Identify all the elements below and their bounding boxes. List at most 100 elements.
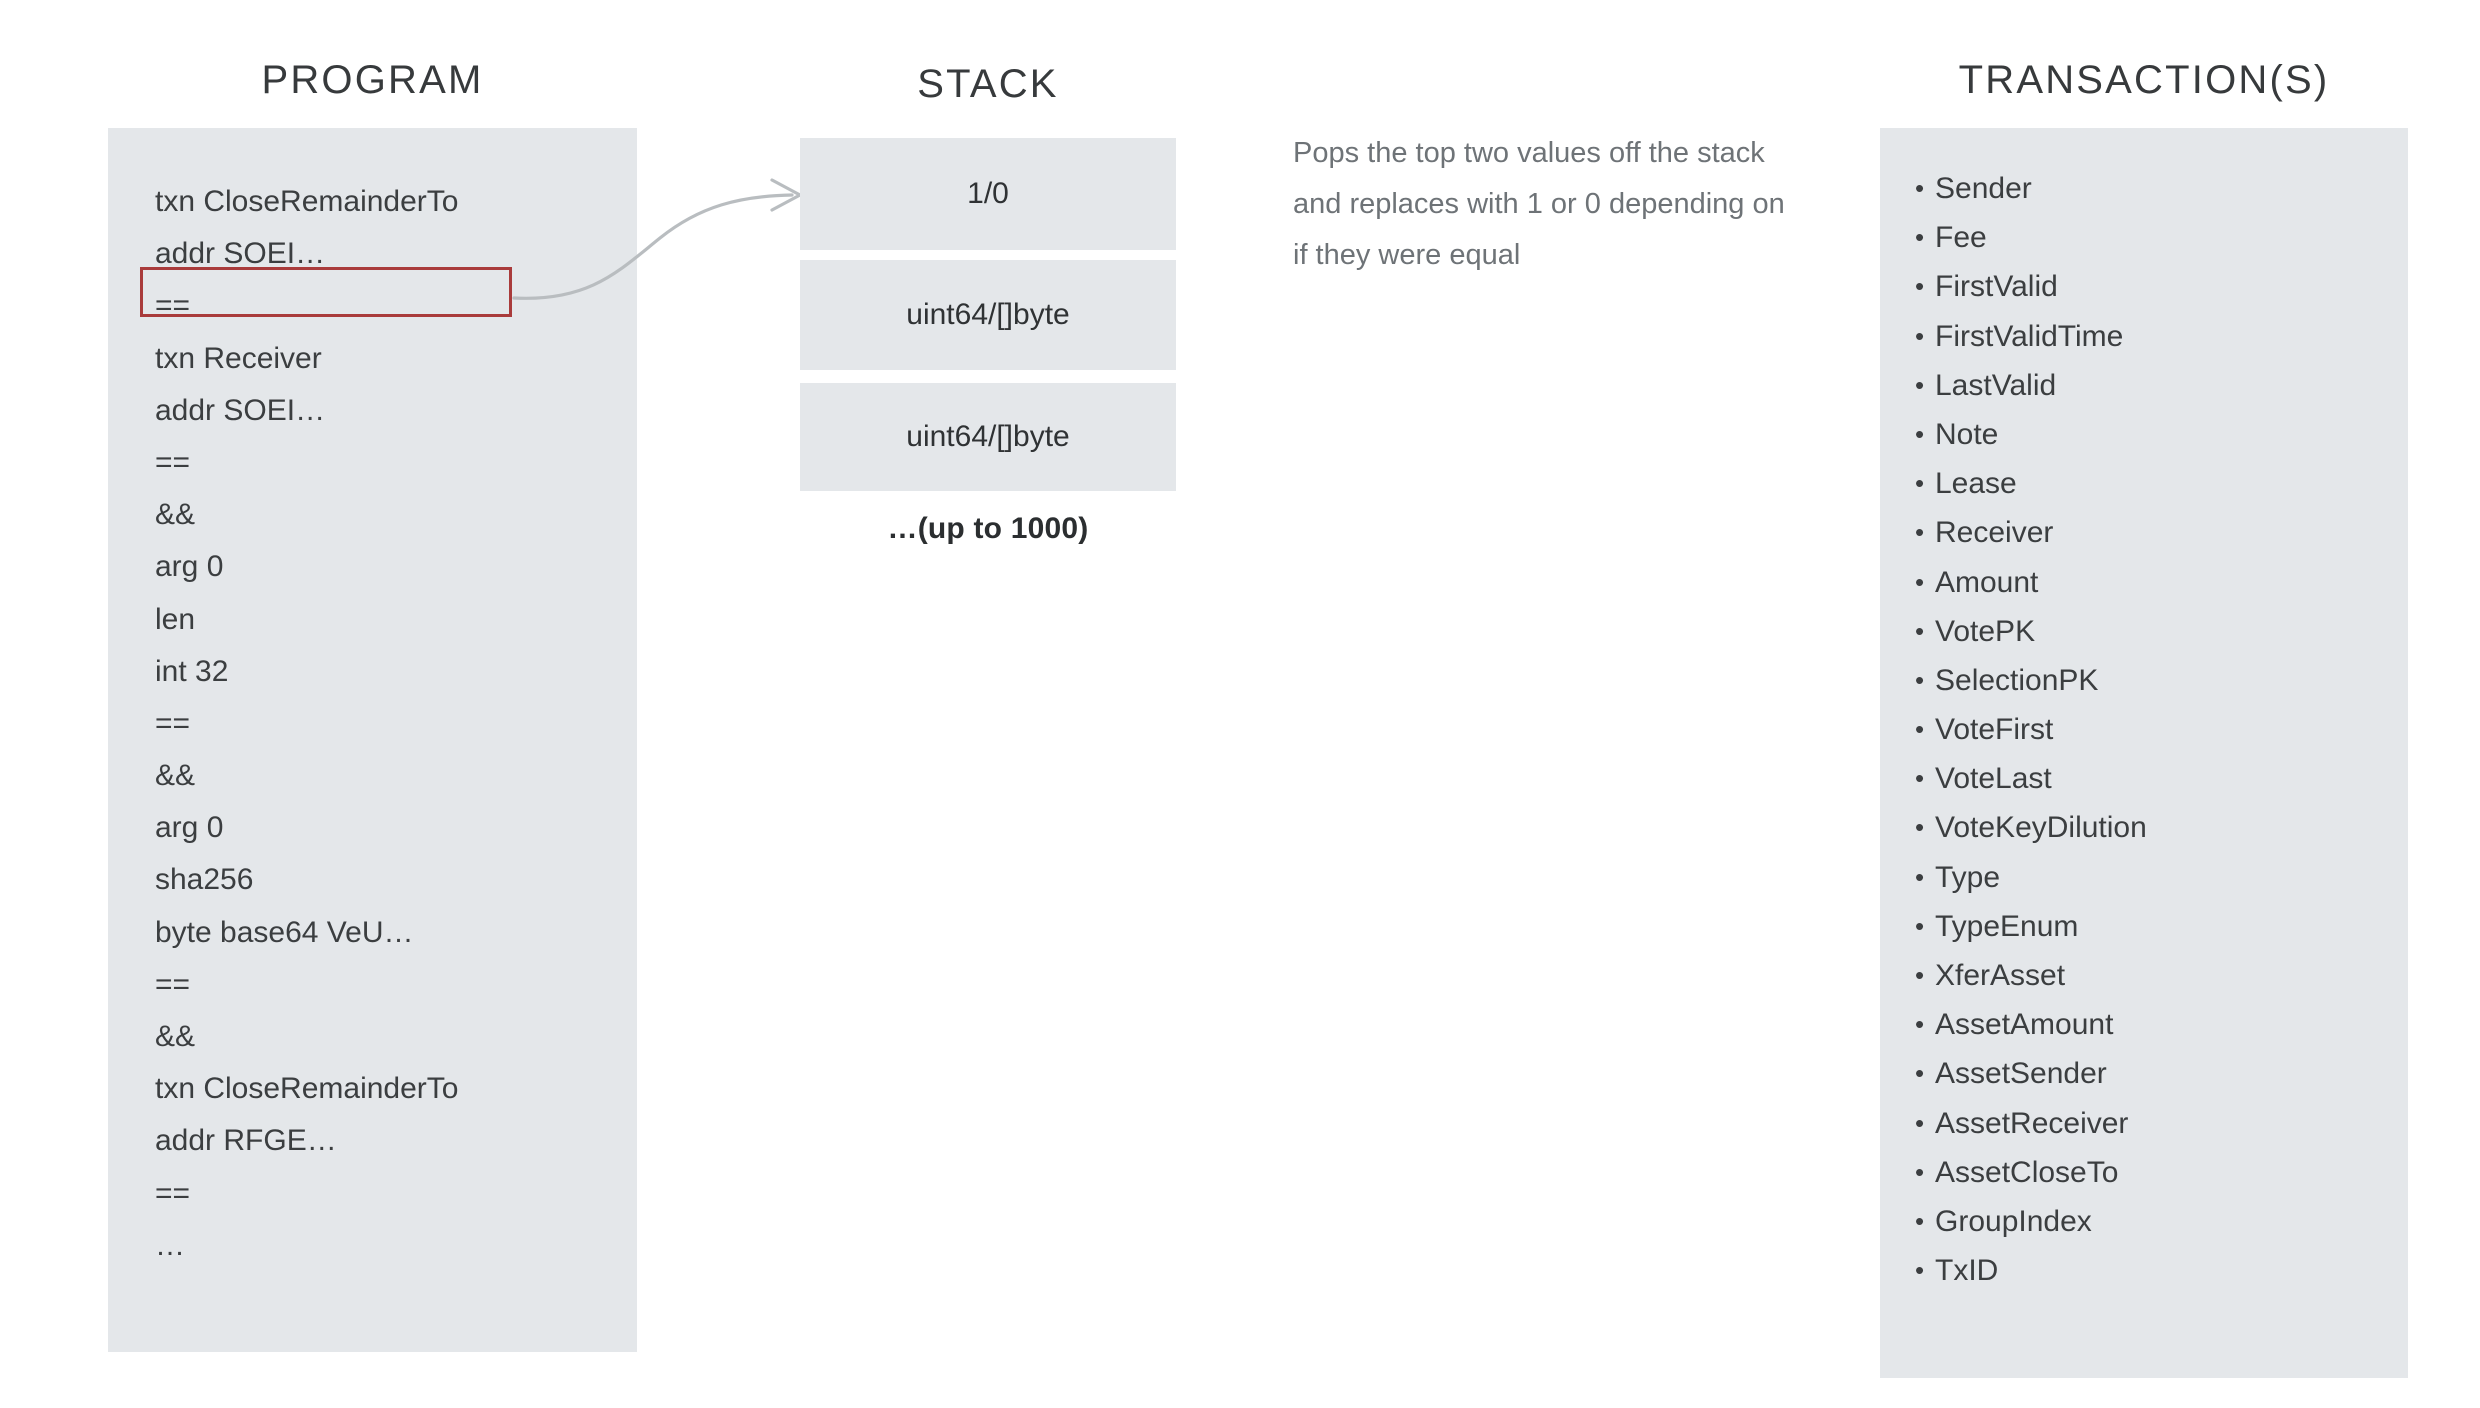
transaction-field-label: FirstValidTime: [1935, 319, 2124, 353]
bullet-icon: •: [1915, 763, 1925, 794]
bullet-icon: •: [1915, 1107, 1925, 1138]
transaction-field-list: • Sender • Fee • FirstValid • FirstValidTime • La…: [1915, 164, 2385, 1295]
bullet-icon: •: [1915, 320, 1925, 351]
transaction-field-item: • FirstValid: [1915, 262, 2385, 311]
transaction-field-item: • Amount: [1915, 558, 2385, 607]
program-line: &&: [155, 759, 196, 793]
transaction-field-label: TypeEnum: [1935, 909, 2079, 943]
program-line: addr SOEI…: [155, 237, 326, 271]
transaction-field-item: • TxID: [1915, 1246, 2385, 1295]
bullet-icon: •: [1915, 664, 1925, 695]
transaction-field-item: • VoteFirst: [1915, 705, 2385, 754]
transaction-field-item: •Note: [1915, 410, 2385, 459]
program-line: txn CloseRemainderTo: [155, 185, 459, 218]
program-column-heading: PROGRAM: [261, 58, 484, 102]
transaction-field-label: AssetSender: [1935, 1057, 2107, 1091]
bullet-icon: •: [1915, 222, 1925, 253]
program-line: txn Receiver: [155, 341, 322, 375]
stack-capacity-caption: …(up to 1000): [887, 512, 1089, 545]
transaction-field-label: AssetCloseTo: [1935, 1155, 2119, 1189]
transaction-field-label: Amount: [1935, 565, 2039, 599]
program-line: &&: [155, 1020, 196, 1053]
stack-slot-third: uint64/[]byte: [800, 383, 1176, 491]
bullet-icon: •: [1915, 468, 1925, 499]
bullet-icon: •: [1915, 714, 1925, 745]
bullet-icon: •: [1915, 517, 1925, 548]
program-instruction-list: txn CloseRemainderTo addr SOEI… == txn Rece…: [155, 176, 625, 1272]
transaction-field-label: GroupIndex: [1935, 1204, 2092, 1238]
transaction-field-label: Type: [1935, 860, 2001, 894]
bullet-icon: •: [1915, 910, 1925, 941]
bullet-icon: •: [1915, 369, 1925, 400]
program-line: txn CloseRemainderTo: [155, 1072, 459, 1106]
program-line: ==: [155, 967, 191, 1001]
transaction-field-label: XferAsset: [1935, 959, 2066, 992]
transaction-field-item: • VoteLast: [1915, 754, 2385, 803]
transaction-field-item: • Sender: [1915, 164, 2385, 213]
opcode-annotation-text: Pops the top two values off the stack an…: [1293, 137, 1785, 271]
program-line: …: [155, 1228, 186, 1262]
program-line: arg 0: [155, 550, 224, 584]
transactions-panel: [1880, 128, 2408, 1378]
program-line: sha256: [155, 863, 254, 897]
bullet-icon: •: [1915, 1009, 1925, 1040]
bullet-icon: •: [1915, 418, 1925, 449]
transaction-field-label: SelectionPK: [1935, 663, 2099, 697]
transaction-field-item: • AssetReceiver: [1915, 1099, 2385, 1148]
program-panel: [108, 128, 637, 1352]
transaction-field-label: VoteKeyDilution: [1935, 811, 2147, 845]
transaction-field-item: • Receiver: [1915, 508, 2385, 557]
transaction-field-item: • FirstValidTime: [1915, 312, 2385, 361]
stack-slot-second: uint64/[]byte: [800, 260, 1176, 370]
program-line: ==: [155, 706, 191, 740]
transaction-field-label: Lease: [1935, 467, 2017, 501]
transaction-field-item: • VoteKeyDilution: [1915, 803, 2385, 852]
bullet-icon: •: [1915, 1058, 1925, 1089]
bullet-icon: •: [1915, 812, 1925, 843]
transaction-field-item: • Fee: [1915, 213, 2385, 262]
bullet-icon: •: [1915, 861, 1925, 892]
transaction-field-item: • GroupIndex: [1915, 1197, 2385, 1246]
transaction-field-item: • VotePK: [1915, 607, 2385, 656]
program-line: len: [155, 602, 196, 636]
program-line: addr SOEI…: [155, 393, 326, 427]
bullet-icon: •: [1915, 173, 1925, 203]
transaction-field-item: • AssetSender: [1915, 1049, 2385, 1098]
transaction-field-label: Receiver: [1935, 516, 2054, 550]
program-line: addr RFGE…: [155, 1124, 337, 1158]
transaction-field-label: Fee: [1935, 221, 1987, 255]
transaction-field-label: VoteFirst: [1935, 713, 2054, 747]
transaction-field-label: Sender: [1935, 172, 2032, 205]
program-line: ==: [155, 289, 191, 323]
program-line: byte base64 VeU…: [155, 915, 414, 949]
bullet-icon: •: [1915, 1255, 1925, 1286]
transaction-field-label: AssetAmount: [1935, 1008, 2114, 1042]
transaction-field-item: • Type: [1915, 853, 2385, 902]
program-line: &&: [155, 498, 196, 532]
stack-slot-top: 1/0: [800, 138, 1176, 250]
bullet-icon: •: [1915, 1156, 1925, 1187]
transaction-field-item: • AssetCloseTo: [1915, 1148, 2385, 1197]
program-line: arg 0: [155, 811, 224, 845]
transaction-field-item: • TypeEnum: [1915, 902, 2385, 951]
transaction-field-label: FirstValid: [1935, 270, 2058, 304]
transaction-field-item: • LastValid: [1915, 361, 2385, 410]
transaction-field-item: • Lease: [1915, 459, 2385, 508]
stack-column-heading: STACK: [917, 62, 1059, 106]
transaction-field-label: LastValid: [1935, 368, 2057, 402]
bullet-icon: •: [1915, 566, 1925, 597]
transaction-field-label: VotePK: [1935, 614, 2036, 648]
transactions-column-heading: TRANSACTION(S): [1958, 58, 2330, 102]
bullet-icon: •: [1915, 960, 1925, 990]
program-line: int 32: [155, 654, 229, 688]
bullet-icon: •: [1915, 271, 1925, 302]
bullet-icon: •: [1915, 615, 1925, 646]
transaction-field-label: VoteLast: [1935, 762, 2052, 796]
transaction-field-label: TxID: [1935, 1254, 1999, 1288]
transaction-field-item: • SelectionPK: [1915, 656, 2385, 705]
transaction-field-item: • XferAsset: [1915, 951, 2385, 1000]
transaction-field-item: • AssetAmount: [1915, 1000, 2385, 1049]
bullet-icon: •: [1915, 1205, 1925, 1236]
transaction-field-label: AssetReceiver: [1935, 1106, 2129, 1140]
